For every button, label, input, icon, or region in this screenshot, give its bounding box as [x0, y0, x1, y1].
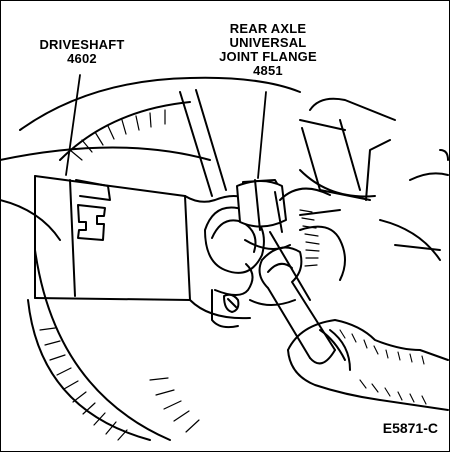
label-leader-lines: [65, 74, 267, 179]
driveshaft-part-number: 4602: [67, 51, 97, 66]
axle-housing: [279, 97, 449, 281]
flange-label-line2: UNIVERSAL: [229, 35, 307, 50]
wrench-tool: [258, 246, 336, 365]
driveshaft-callout: DRIVESHAFT 4602: [22, 38, 142, 66]
universal-joint-yoke: [184, 195, 265, 329]
figure-code: E5871-C: [382, 420, 438, 436]
flange-label-line3: JOINT FLANGE: [219, 49, 317, 64]
flange-label-line1: REAR AXLE: [229, 21, 307, 36]
flange-callout: REAR AXLE UNIVERSAL JOINT FLANGE 4851: [198, 22, 338, 78]
driveshaft-name: DRIVESHAFT: [39, 37, 125, 52]
brake-drum: [19, 76, 301, 441]
driveshaft-tube: [34, 175, 191, 301]
flange-part-number: 4851: [253, 63, 283, 78]
joint-flange: [236, 179, 311, 306]
technician-hand: [287, 319, 449, 411]
vehicle-frame: [0, 89, 227, 241]
